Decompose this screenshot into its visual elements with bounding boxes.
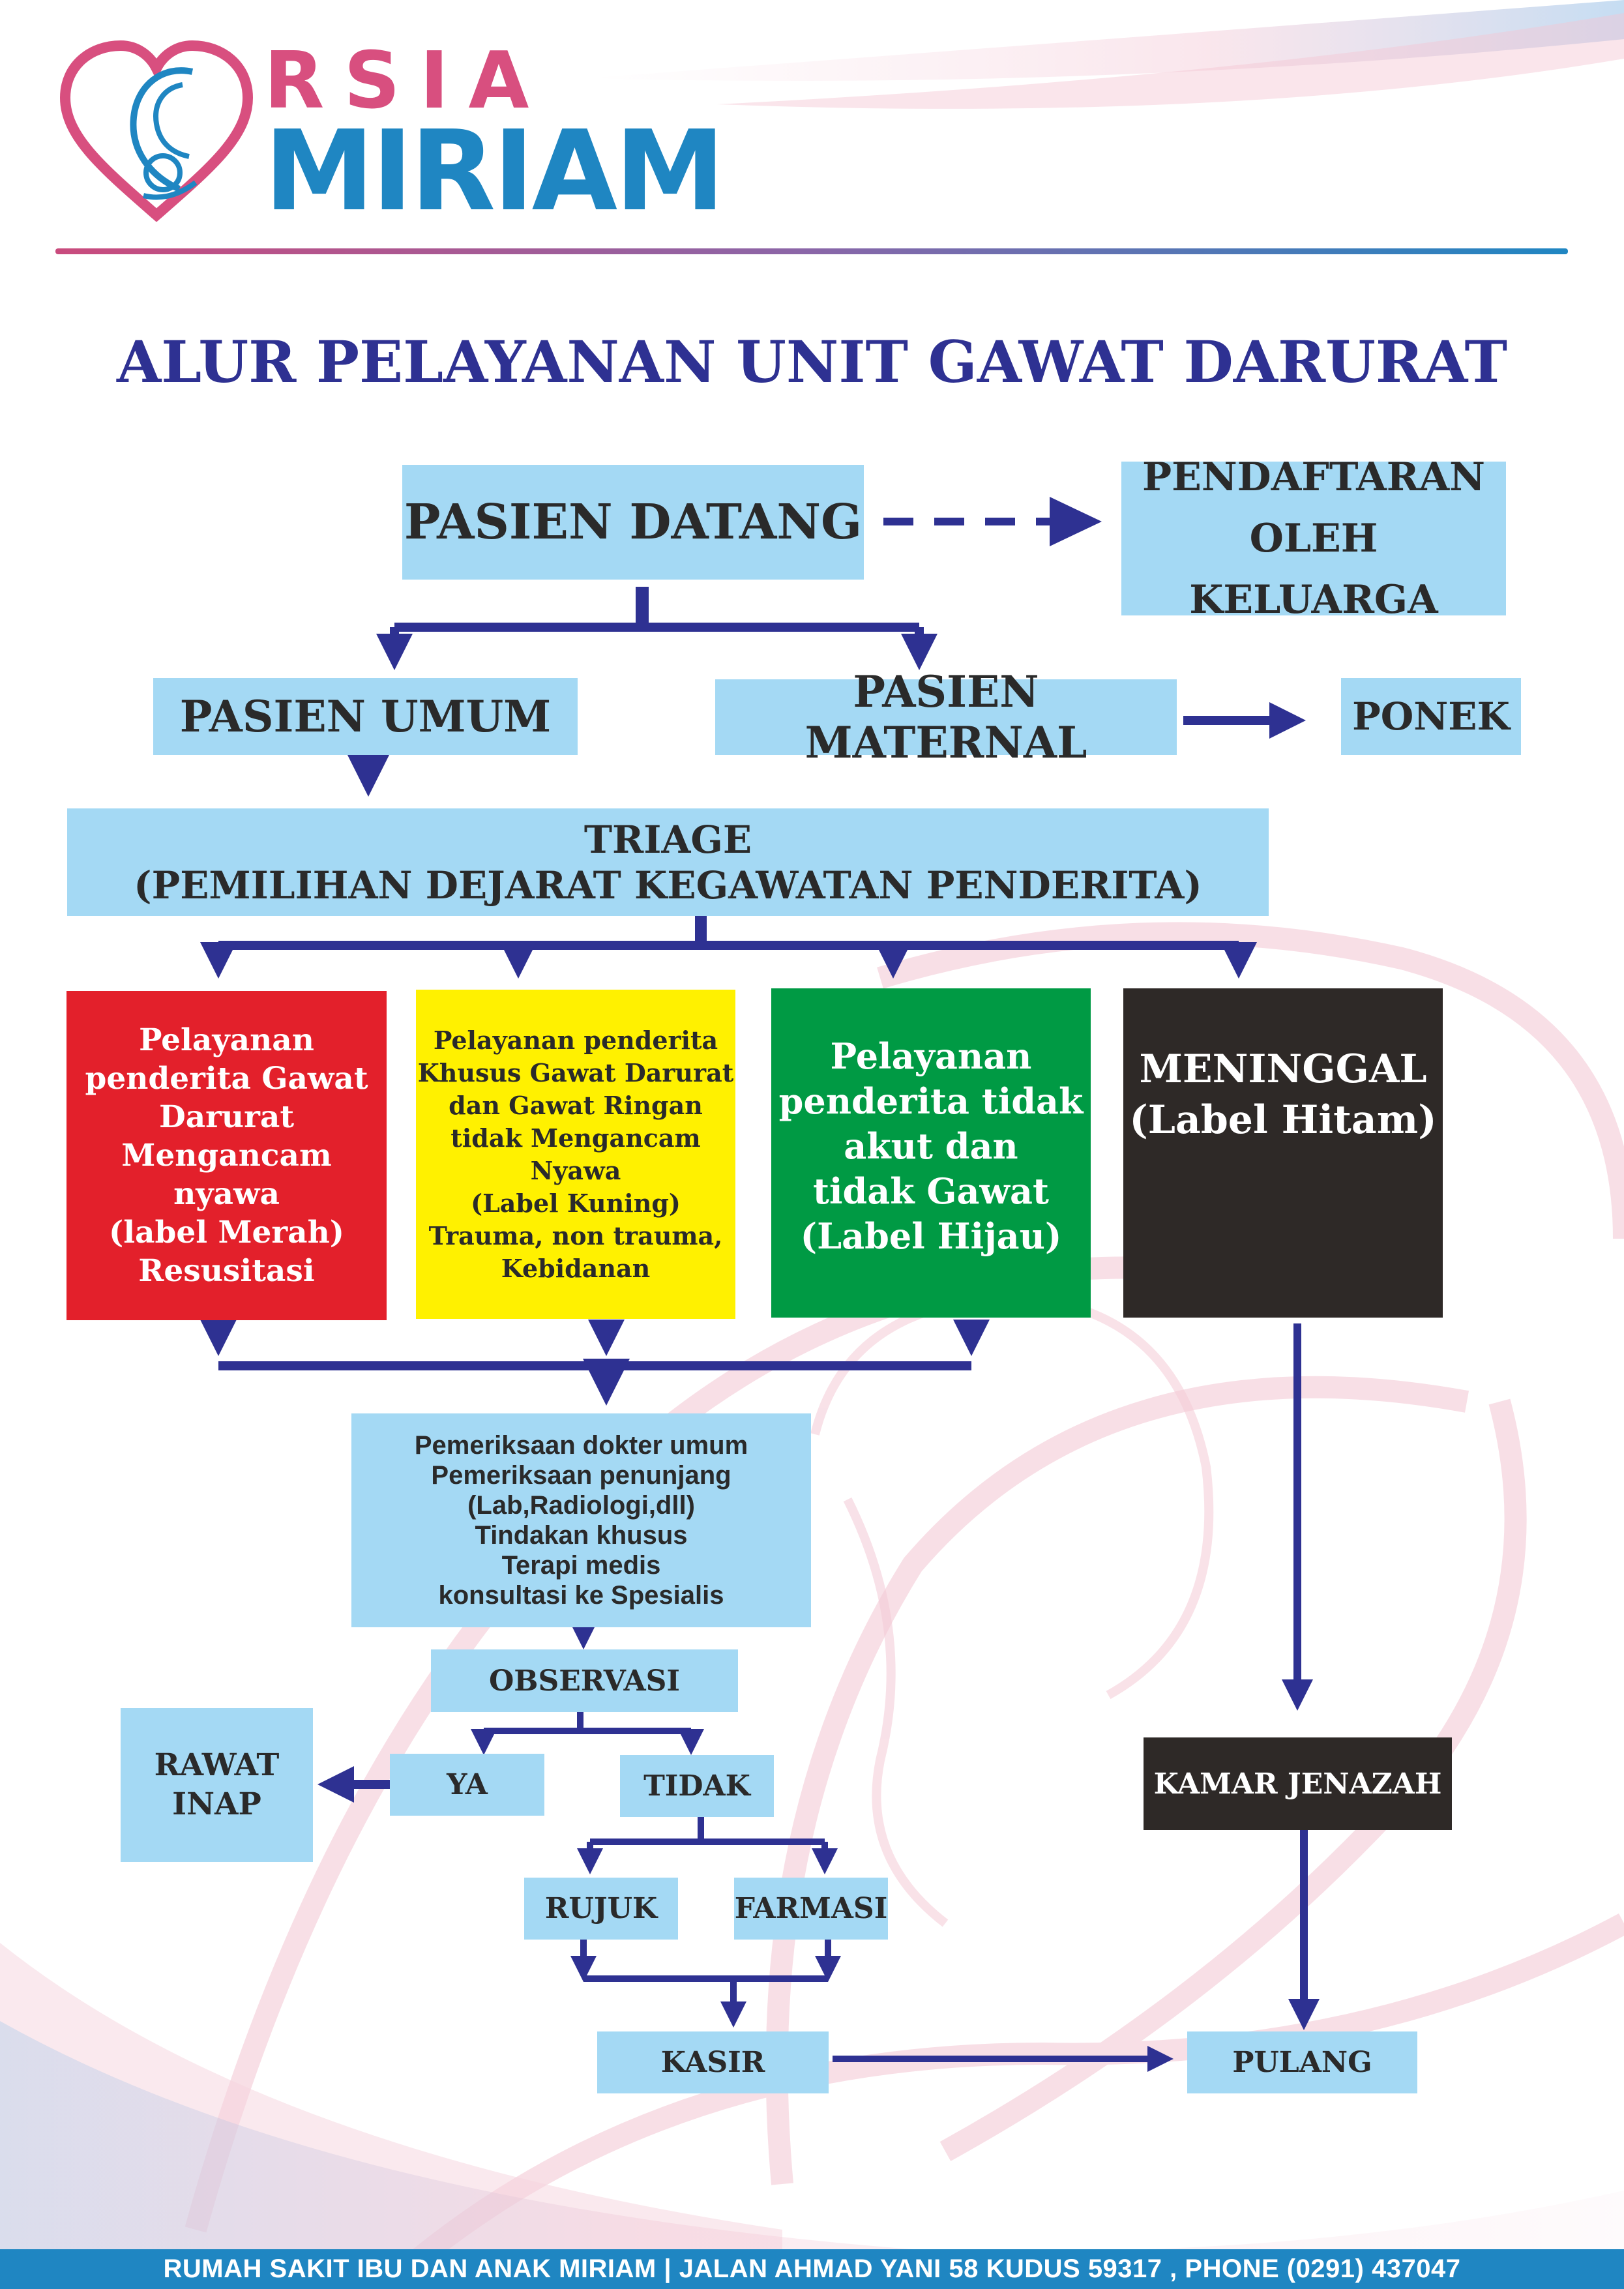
footer-bar: RUMAH SAKIT IBU DAN ANAK MIRIAM | JALAN … — [0, 2249, 1624, 2289]
node-pasien-datang: PASIEN DATANG — [402, 465, 864, 580]
node-pasien-umum: PASIEN UMUM — [153, 678, 578, 755]
logo-rsia-text: RSIA — [264, 36, 549, 126]
node-pemeriksaan: Pemeriksaan dokter umum Pemeriksaan penu… — [351, 1413, 811, 1627]
node-meninggal: MENINGGAL (Label Hitam) — [1123, 988, 1443, 1318]
node-farmasi: FARMASI — [734, 1878, 888, 1940]
node-label-kuning: Pelayanan penderita Khusus Gawat Darurat… — [416, 990, 735, 1319]
node-kasir: KASIR — [597, 2031, 829, 2093]
dashed-arrowhead-icon — [1050, 497, 1102, 546]
node-rawat-inap: RAWAT INAP — [121, 1708, 313, 1862]
page-title: ALUR PELAYANAN UNIT GAWAT DARURAT — [117, 328, 1507, 396]
node-pendaftaran: PENDAFTARAN OLEH KELUARGA — [1121, 454, 1506, 623]
node-pasien-maternal: PASIEN MATERNAL — [715, 666, 1177, 768]
node-label-merah: Pelayanan penderita Gawat Darurat Mengan… — [66, 991, 387, 1320]
node-ya: YA — [390, 1754, 544, 1816]
footer-text: RUMAH SAKIT IBU DAN ANAK MIRIAM | JALAN … — [163, 2254, 1461, 2283]
node-kamar-jenazah: KAMAR JENAZAH — [1144, 1737, 1452, 1830]
node-ponek: PONEK — [1341, 678, 1521, 755]
logo: RSIA MIRIAM — [59, 36, 725, 228]
node-rujuk: RUJUK — [524, 1878, 678, 1940]
logo-miriam-text: MIRIAM — [264, 107, 725, 236]
mother-child-logo-icon — [59, 40, 254, 222]
node-triage: TRIAGE (PEMILIHAN DEJARAT KEGAWATAN PEND… — [67, 808, 1269, 916]
node-pulang: PULANG — [1187, 2031, 1417, 2093]
node-label-hijau: Pelayanan penderita tidak akut dan tidak… — [771, 988, 1091, 1318]
node-tidak: TIDAK — [620, 1755, 774, 1817]
node-observasi: OBSERVASI — [431, 1649, 738, 1712]
